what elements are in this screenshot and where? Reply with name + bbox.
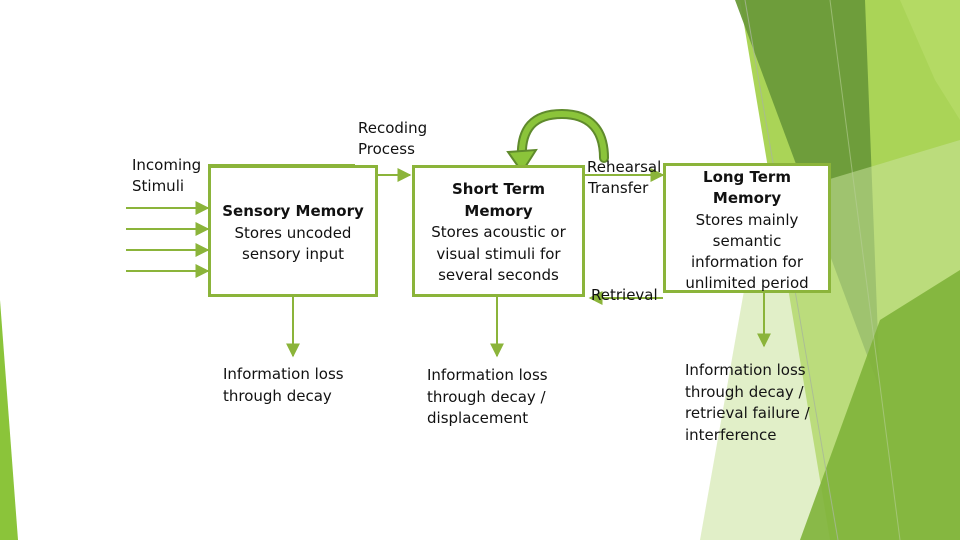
recoding-line-1: Recoding (358, 119, 428, 137)
long-term-memory-body-2: semantic (712, 231, 782, 250)
rehearsal-label: Rehearsal (587, 158, 662, 176)
long-term-memory-body-1: Stores mainly (695, 210, 799, 229)
sensory-memory-body-1: Stores uncoded (234, 223, 352, 242)
short-term-memory-body-3: several seconds (438, 266, 559, 284)
short-term-memory-body-1: Stores acoustic or (431, 223, 566, 241)
short-term-loss-line-1: Information loss (427, 366, 548, 384)
short-term-memory-body-2: visual stimuli for (436, 244, 561, 263)
long-term-memory-title-2: Memory (712, 189, 782, 208)
transfer-label: Transfer (588, 179, 649, 197)
incoming-stimuli-label: Incoming Stimuli (132, 155, 201, 197)
long-term-memory-body-4: unlimited period (685, 274, 809, 293)
sensory-memory-title: Sensory Memory (222, 202, 364, 220)
rehearsal-arrowhead (506, 148, 538, 174)
long-term-loss-line-4: interference (685, 425, 777, 444)
incoming-line-1: Incoming (132, 156, 202, 174)
sensory-loss-line-1: Information loss (223, 365, 344, 383)
sensory-memory-box: Sensory Memory Stores uncoded sensory in… (208, 165, 378, 297)
recoding-line-2: Process (358, 140, 415, 158)
sensory-memory-body-2: sensory input (242, 245, 344, 263)
rehearsal-loop-inner (518, 110, 607, 163)
long-term-loss-line-3: retrieval failure / (685, 404, 810, 422)
shard-line (829, 0, 901, 540)
long-term-memory-box: Long Term Memory Stores mainly semantic … (663, 163, 831, 293)
recoding-process-label: Recoding Process (358, 118, 427, 160)
incoming-line-2: Stimuli (132, 177, 185, 195)
long-term-loss-text: Information loss through decay / retriev… (685, 360, 810, 446)
shard-left (0, 300, 18, 540)
short-term-memory-title-1: Short Term (451, 180, 546, 198)
long-term-loss-line-2: through decay / (685, 382, 804, 401)
retrieval-label: Retrieval (591, 286, 658, 304)
short-term-loss-line-3: displacement (427, 409, 529, 427)
sensory-loss-line-2: through decay (223, 386, 332, 405)
short-term-loss-line-2: through decay / (427, 387, 546, 406)
shard-mid (800, 270, 960, 540)
long-term-memory-title-1: Long Term (703, 168, 791, 186)
short-term-loss-text: Information loss through decay / displac… (427, 365, 548, 430)
short-term-memory-box: Short Term Memory Stores acoustic or vis… (412, 165, 585, 297)
long-term-loss-line-1: Information loss (685, 361, 806, 379)
incoming-arrows (126, 201, 210, 278)
short-term-memory-title-2: Memory (464, 201, 533, 220)
long-term-memory-body-3: information for (691, 253, 803, 272)
sensory-loss-text: Information loss through decay (223, 364, 344, 407)
shard-light-strip (900, 0, 960, 120)
